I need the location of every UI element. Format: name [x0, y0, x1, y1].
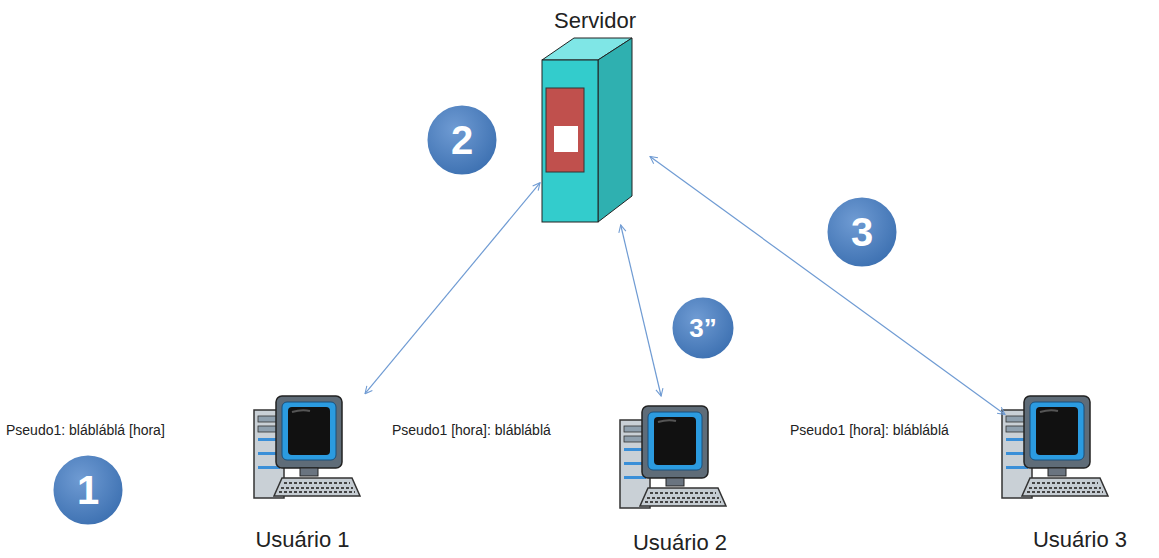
computer-node: Usuário 3: [1005, 385, 1155, 553]
callout-number: 3”: [689, 313, 716, 344]
connection-arrow: [365, 183, 540, 394]
server-node: Servidor: [540, 8, 650, 225]
callout-circles: [52, 104, 898, 526]
callout-number: 2: [451, 118, 473, 163]
computer-icon: [620, 406, 726, 508]
computer-node: Usuário 1: [240, 385, 365, 553]
node-heading: Servidor: [554, 8, 636, 34]
computer-icon: [254, 396, 360, 498]
node-label: Usuário 1: [255, 527, 349, 553]
chat-message: Pseudo1 [hora]: blábláblá: [790, 422, 949, 438]
connection-arrow: [650, 157, 1005, 415]
computer-icon: [1002, 396, 1108, 498]
node-label: Usuário 2: [633, 530, 727, 556]
chat-message: Pseudo1 [hora]: blábláblá: [392, 422, 551, 438]
callout-number: 1: [77, 468, 99, 513]
chat-message: Pseudo1: blábláblá [hora]: [6, 422, 165, 438]
node-label: Usuário 3: [1033, 527, 1127, 553]
connection-arrow: [621, 225, 661, 396]
server-illustration: [542, 38, 632, 222]
computer-node: Usuário 2: [615, 396, 745, 556]
callout-number: 3: [851, 210, 873, 255]
